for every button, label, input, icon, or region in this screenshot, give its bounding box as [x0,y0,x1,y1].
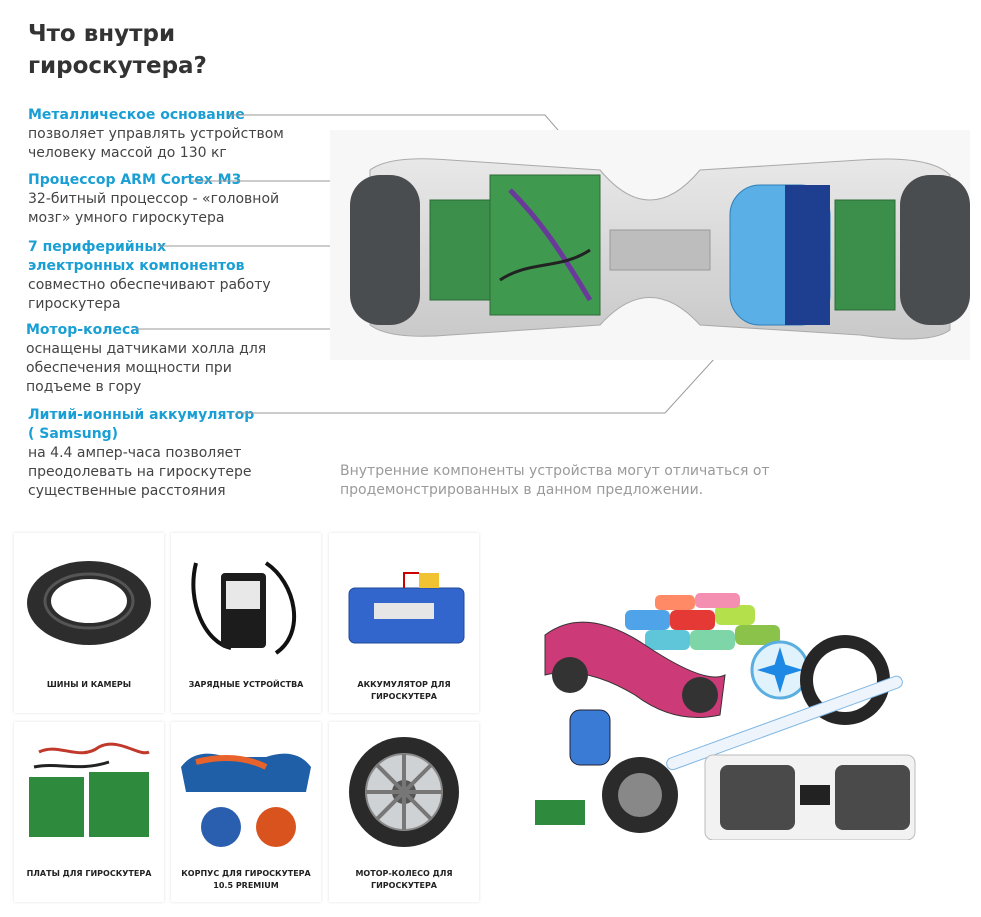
card-battery[interactable]: АККУМУЛЯТОР ДЛЯ ГИРОСКУТЕРА [329,533,479,713]
card-boards[interactable]: ПЛАТЫ ДЛЯ ГИРОСКУТЕРА [14,722,164,902]
card-chargers[interactable]: ЗАРЯДНЫЕ УСТРОЙСТВА [171,533,321,713]
feature-title: 7 периферийных электронных компонентов [28,239,245,274]
card-label: АККУМУЛЯТОР ДЛЯ ГИРОСКУТЕРА [357,680,451,701]
tire-icon [27,561,151,645]
card-label: МОТОР-КОЛЕСО ДЛЯ ГИРОСКУТЕРА [355,869,453,890]
card-case[interactable]: КОРПУС ДЛЯ ГИРОСКУТЕРА 10.5 PREMIUM [171,722,321,902]
feature-description: совместно обеспечивают работу гироскутер… [28,277,271,312]
case-icon [181,753,311,847]
feature-battery: Литий-ионный аккумулятор ( Samsung) на 4… [28,406,254,501]
card-label: ШИНЫ И КАМЕРЫ [46,680,132,689]
card-label: ПЛАТЫ ДЛЯ ГИРОСКУТЕРА [26,869,152,878]
feature-description: 32-битный процессор - «головной мозг» ум… [28,191,280,226]
disclaimer-note: Внутренние компоненты устройства могут о… [340,463,770,498]
feature-motor-wheels: Мотор-колеса оснащены датчиками холла дл… [26,321,266,397]
feature-description: позволяет управлять устройством человеку… [28,126,284,161]
feature-title: Литий-ионный аккумулятор ( Samsung) [28,407,255,442]
charger-icon [191,561,297,655]
motor-wheel-icon [349,737,459,847]
feature-title: Процессор ARM Cortex M3 [28,172,242,188]
title-line-1: Что внутри [28,21,176,47]
page-title: Что внутри гироскутера? [28,18,207,82]
card-motor-wheel[interactable]: МОТОР-КОЛЕСО ДЛЯ ГИРОСКУТЕРА [329,722,479,902]
feature-description: на 4.4 ампер-часа позволяет преодолевать… [28,445,252,499]
card-label: КОРПУС ДЛЯ ГИРОСКУТЕРА 10.5 PREMIUM [181,869,311,890]
feature-peripherals: 7 периферийных электронных компонентов с… [28,238,271,314]
feature-title: Металлическое основание [28,107,245,123]
feature-metal-base: Металлическое основание позволяет управл… [28,106,284,163]
title-line-2: гироскутера? [28,53,207,79]
hoverboard-internals-image [330,130,970,360]
card-label: ЗАРЯДНЫЕ УСТРОЙСТВА [188,680,304,689]
feature-title: Мотор-колеса [26,322,140,338]
board-icon [29,742,150,837]
feature-processor: Процессор ARM Cortex M3 32-битный процес… [28,171,279,228]
battery-icon [348,572,465,644]
card-tires[interactable]: ШИНЫ И КАМЕРЫ [14,533,164,713]
feature-description: оснащены датчиками холла для обеспечения… [26,341,267,395]
accessories-collage-image [535,593,916,840]
